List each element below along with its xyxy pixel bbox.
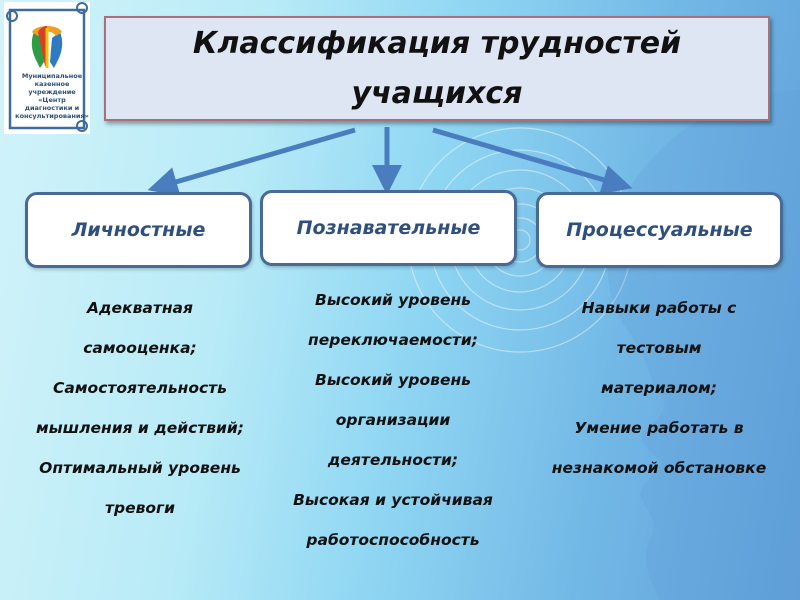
personal-items-list: Адекватная самооценка; Самостоятельность… [6, 288, 274, 528]
scroll-frame-icon [6, 2, 88, 132]
arrow-left-icon [147, 127, 356, 197]
list-item: Навыки работы с [581, 299, 737, 317]
category-cognitive: Познавательные [260, 190, 517, 266]
list-item: самооценка; [83, 339, 197, 357]
list-item: Оптимальный уровень [39, 459, 241, 477]
list-item: тревоги [104, 499, 175, 517]
category-label: Личностные [71, 219, 206, 241]
list-item: тестовым [616, 339, 702, 357]
category-personal: Личностные [25, 192, 252, 268]
cognitive-items-list: Высокий уровень переключаемости; Высокий… [262, 280, 524, 560]
list-item: Адекватная [87, 299, 193, 317]
category-label: Познавательные [296, 217, 481, 239]
organization-logo: Муниципальное казенное учреждение «Центр… [4, 2, 90, 134]
list-item: переключаемости; [308, 331, 478, 349]
psi-heads-logo-icon [31, 26, 63, 68]
list-item: Высокий уровень [315, 291, 471, 309]
list-item: незнакомой обстановке [551, 459, 767, 477]
procedural-items-list: Навыки работы с тестовым материалом; Уме… [514, 288, 800, 488]
title-box: Классификация трудностей учащихся [104, 16, 770, 121]
category-procedural: Процессуальные [536, 192, 783, 268]
logo-caption: Муниципальное казенное учреждение «Центр… [15, 72, 89, 120]
list-item: Самостоятельность [53, 379, 227, 397]
list-item: Высокий уровень [315, 371, 471, 389]
category-label: Процессуальные [566, 219, 753, 241]
arrow-right-icon [432, 127, 633, 195]
list-item: мышления и действий; [36, 419, 244, 437]
list-item: организации [335, 411, 451, 429]
list-item: Высокая и устойчивая [293, 491, 493, 509]
page-title: Классификация трудностей учащихся [192, 25, 682, 111]
list-item: работоспособность [306, 531, 480, 549]
list-item: материалом; [601, 379, 717, 397]
list-item: Умение работать в [574, 419, 744, 437]
list-item: деятельности; [327, 451, 459, 469]
